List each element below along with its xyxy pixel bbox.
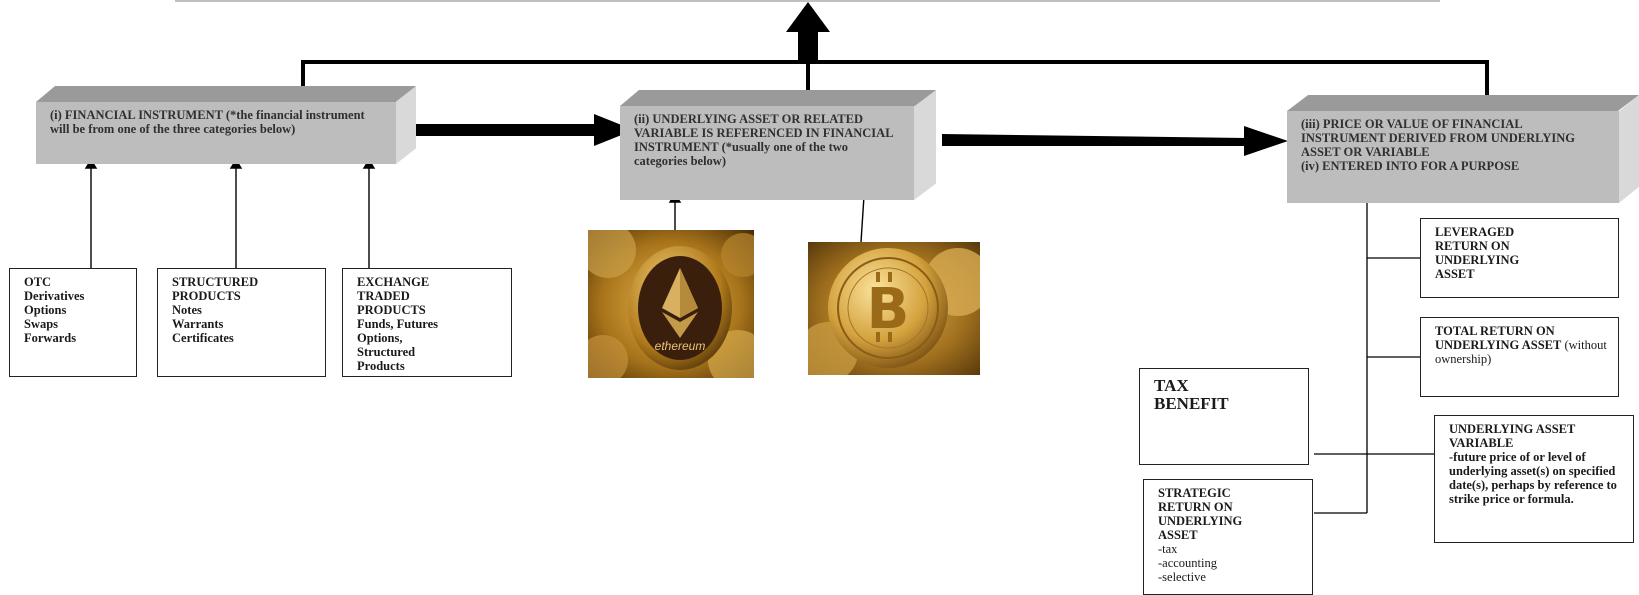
strategic-return-box: STRATEGIC RETURN ON UNDERLYING ASSET -ta… — [1143, 479, 1313, 595]
structured-products-box: STRUCTURED PRODUCTS Notes Warrants Certi… — [157, 268, 326, 377]
exchange-traded-box: EXCHANGE TRADED PRODUCTS Funds, Futures … — [342, 268, 512, 377]
otc-item: OTC — [24, 275, 52, 289]
box-iii-top — [1287, 95, 1639, 111]
otc-item: Swaps — [24, 317, 59, 331]
box-iii-line1: (iii) PRICE OR VALUE OF FINANCIAL INSTRU… — [1301, 117, 1575, 159]
exchange-item: Products — [357, 359, 405, 373]
structured-heading: STRUCTURED — [172, 275, 259, 289]
exchange-item: Options, — [357, 331, 403, 345]
structured-item: Warrants — [172, 317, 224, 331]
ethereum-label: ethereum — [655, 339, 706, 353]
exchange-heading: TRADED — [357, 289, 410, 303]
total-return-heading: TOTAL RETURN ON UNDERLYING ASSET — [1435, 324, 1562, 352]
box-i-top — [36, 86, 416, 102]
box-ii-title: (ii) UNDERLYING ASSET OR RELATED VARIABL… — [620, 106, 914, 200]
arrow-i-ii-shaft — [408, 124, 598, 136]
structured-item: Notes — [172, 303, 202, 317]
bitcoin-coin-image: B — [808, 242, 980, 375]
structured-heading: PRODUCTS — [172, 289, 241, 303]
strategic-item: -selective — [1158, 570, 1206, 584]
underlying-variable-heading: UNDERLYING ASSET VARIABLE — [1449, 422, 1576, 450]
svg-text:B: B — [867, 277, 910, 342]
box-iii-content: (iii) PRICE OR VALUE OF FINANCIAL INSTRU… — [1287, 111, 1619, 203]
arrow-ii-iii-head — [1244, 126, 1288, 156]
strategic-heading: STRATEGIC RETURN ON UNDERLYING ASSET — [1158, 486, 1243, 542]
top-arrow — [786, 2, 830, 62]
tax-benefit-text: TAX BENEFIT — [1154, 376, 1229, 413]
strategic-item: -accounting — [1158, 556, 1218, 570]
leveraged-text: LEVERAGED RETURN ON UNDERLYING ASSET — [1435, 225, 1520, 281]
box-i-side — [396, 86, 416, 164]
top-bracket — [301, 60, 1489, 96]
arrow-i-ii-head — [594, 114, 634, 146]
box-i-title: (i) FINANCIAL INSTRUMENT (*the financial… — [36, 102, 396, 164]
box-ii-side — [914, 90, 936, 200]
exchange-item: Structured — [357, 345, 416, 359]
arrow-ii-iii-shaft — [942, 134, 1246, 146]
box-iii-line2: (iv) ENTERED INTO FOR A PURPOSE — [1301, 159, 1520, 173]
strategic-item: -tax — [1158, 542, 1178, 556]
total-return-box: TOTAL RETURN ON UNDERLYING ASSET (withou… — [1420, 317, 1619, 397]
underlying-variable-detail: -future price of or level of underlying … — [1449, 450, 1617, 506]
total-return-note: (without ownership) — [1435, 338, 1607, 366]
otc-item: Derivatives — [24, 289, 85, 303]
exchange-heading: PRODUCTS — [357, 303, 426, 317]
otc-item: Options — [24, 303, 67, 317]
structured-item: Certificates — [172, 331, 234, 345]
otc-box: OTC Derivatives Options Swaps Forwards — [9, 268, 137, 377]
ethereum-coin-image: ethereum — [588, 230, 754, 378]
exchange-heading: EXCHANGE — [357, 275, 430, 289]
box-ii-top — [620, 90, 936, 106]
exchange-item: Funds, Futures — [357, 317, 439, 331]
tax-benefit-box: TAX BENEFIT — [1139, 368, 1309, 465]
otc-item: Forwards — [24, 331, 77, 345]
leveraged-return-box: LEVERAGED RETURN ON UNDERLYING ASSET — [1420, 218, 1619, 298]
box-iii-side — [1619, 95, 1639, 203]
underlying-variable-box: UNDERLYING ASSET VARIABLE -future price … — [1434, 415, 1634, 543]
